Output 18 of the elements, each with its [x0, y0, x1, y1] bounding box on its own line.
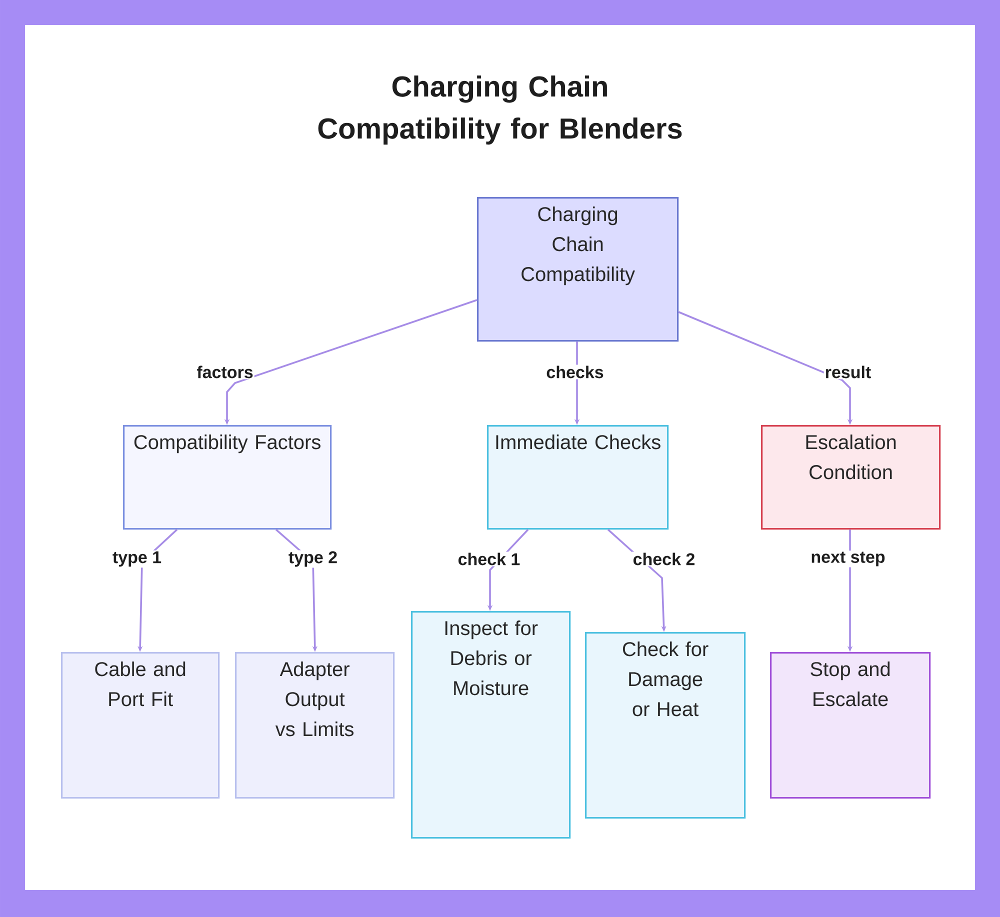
title: Charging Chain Compatibility for Blenders — [318, 76, 682, 145]
edge-label: type 1 — [111, 550, 163, 568]
process-box: Cable and Port Fit — [61, 652, 220, 799]
process-box: Escalation Condition — [761, 425, 941, 530]
edge-label: result — [824, 364, 872, 380]
edge-label: factors — [196, 364, 254, 380]
process-box: Inspect for Debris or Moisture — [411, 611, 571, 839]
edge-label: next step — [810, 550, 886, 568]
process-box: Compatibility Factors — [123, 425, 332, 530]
edge-label: check 1 — [456, 552, 522, 566]
edge-label: type 2 — [287, 550, 339, 568]
process-box: Adapter Output vs Limits — [235, 652, 395, 799]
process-box: Immediate Checks — [487, 425, 669, 530]
edge-label: check 2 — [632, 552, 696, 566]
process-box: Check for Damage or Heat — [585, 632, 746, 819]
edge-label: checks — [545, 364, 605, 380]
process-box: Charging Chain Compatibility — [477, 197, 679, 342]
process-box: Stop and Escalate — [770, 652, 931, 799]
